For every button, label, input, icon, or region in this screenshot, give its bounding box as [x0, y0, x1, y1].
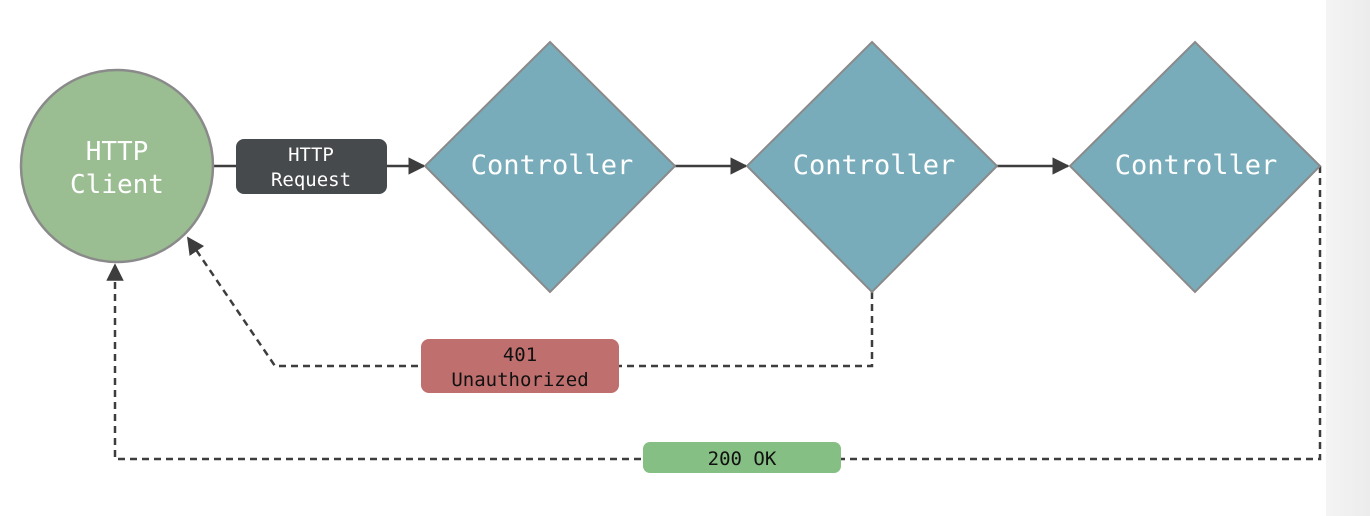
- http-request-badge-line2: Request: [271, 169, 351, 191]
- http-client-node: HTTP Client: [19, 68, 215, 264]
- return-path-ok: [106, 166, 1322, 461]
- unauthorized-badge: 401 Unauthorized: [421, 339, 619, 393]
- controller-diamond-1: [423, 40, 677, 294]
- http-request-badge-bg: [236, 139, 387, 194]
- ok-badge-bg: [643, 442, 841, 473]
- controller-diamond-3: [1068, 40, 1322, 294]
- ok-badge-label: 200 OK: [708, 448, 777, 470]
- http-client-label-line1: HTTP: [86, 137, 149, 167]
- http-client-circle: [19, 68, 215, 264]
- unauthorized-badge-bg: [421, 339, 619, 393]
- controller-diamond-2: [745, 40, 999, 294]
- controller-label-2: Controller: [793, 150, 956, 181]
- http-client-label-line2: Client: [70, 170, 164, 200]
- unauthorized-badge-line2: Unauthorized: [451, 369, 588, 391]
- controller-node-1: Controller: [423, 40, 677, 294]
- http-request-badge-line1: HTTP: [288, 144, 334, 166]
- controller-node-2: Controller: [745, 40, 999, 294]
- controller-node-3: Controller: [1068, 40, 1322, 294]
- ok-badge: 200 OK: [643, 442, 841, 473]
- http-request-badge: HTTP Request: [236, 139, 387, 194]
- controller-label-1: Controller: [471, 150, 634, 181]
- controller-label-3: Controller: [1115, 150, 1278, 181]
- scrollbar-gutter: [1326, 0, 1370, 516]
- unauthorized-badge-line1: 401: [503, 344, 537, 366]
